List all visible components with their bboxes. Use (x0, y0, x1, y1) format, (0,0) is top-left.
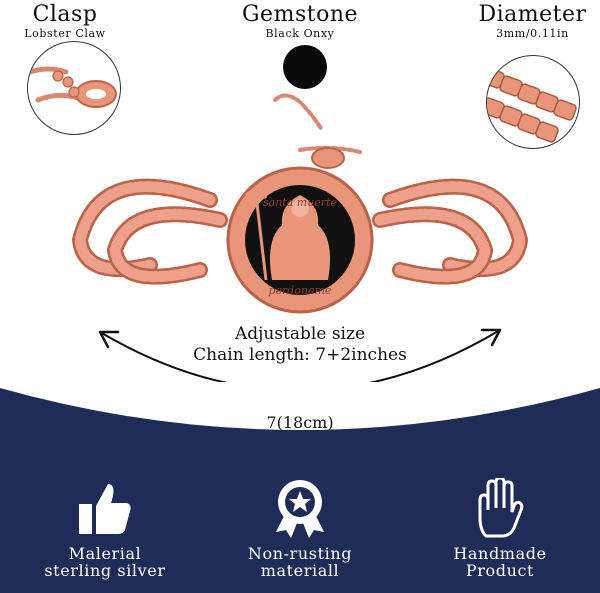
length-measure: 7(18cm) (266, 413, 334, 432)
clasp-title: Clasp (32, 2, 98, 27)
feature-non-rusting-line2: materiall (260, 561, 340, 580)
thumbs-up-icon (79, 484, 131, 534)
diameter-title: Diameter (478, 2, 587, 27)
bracelet-illustration (71, 93, 529, 314)
raised-hand-icon (478, 478, 524, 538)
feature-material: Malerial sterling silver (25, 545, 185, 579)
clasp-subtitle: Lobster Claw (24, 27, 106, 40)
diameter-subtitle: 3mm/0.11in (496, 27, 569, 40)
feature-material-line1: Malerial (68, 544, 142, 563)
feature-non-rusting: Non-rusting materiall (220, 545, 380, 579)
pendant-top-text: santa muerte (263, 196, 337, 209)
gemstone-subtitle: Black Onxy (265, 27, 335, 40)
size-text: Adjustable size Chain length: 7+2inches (150, 324, 450, 366)
chain-length-line: Chain length: 7+2inches (193, 345, 407, 365)
black-onyx-gem (283, 45, 327, 89)
pendant-bottom-text: perdoname (268, 284, 332, 297)
feature-handmade-line1: Handmade (453, 544, 547, 563)
clasp-detail-image (27, 41, 121, 135)
feature-material-line2: sterling silver (44, 561, 166, 580)
clasp-label-group: Clasp Lobster Claw (10, 2, 120, 40)
adjustable-size-line: Adjustable size (234, 324, 366, 344)
gemstone-label-group: Gemstone Black Onxy (230, 2, 370, 40)
feature-non-rusting-line1: Non-rusting (247, 544, 353, 563)
feature-handmade-line2: Product (465, 561, 535, 580)
gemstone-title: Gemstone (241, 2, 359, 27)
diameter-label-group: Diameter 3mm/0.11in (470, 2, 595, 40)
chain-diameter-image (486, 55, 580, 149)
award-ribbon-icon (276, 480, 324, 538)
feature-handmade: Handmade Product (420, 545, 580, 579)
